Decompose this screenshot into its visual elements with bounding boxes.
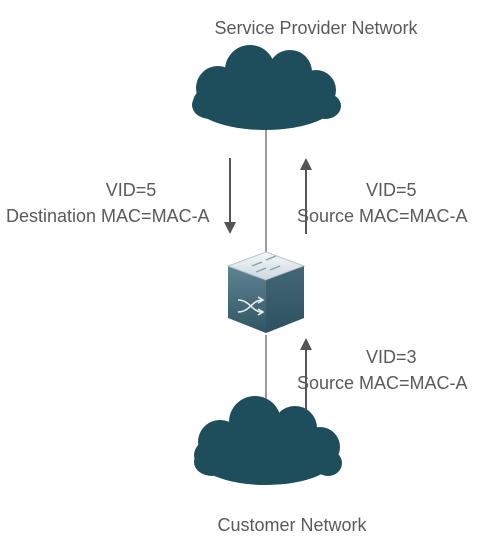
downstream-destination-mac-label: Destination MAC=MAC-A <box>6 206 210 226</box>
switch-icon <box>226 251 306 333</box>
downstream-vid-label: VID=5 <box>105 180 157 200</box>
upstream-top-vid-label: VID=5 <box>366 180 417 200</box>
customer-cloud-icon <box>194 396 342 485</box>
customer-network-label: Customer Network <box>217 515 367 535</box>
upstream-arrow-top <box>300 158 312 234</box>
upstream-top-source-mac-label: Source MAC=MAC-A <box>297 206 468 226</box>
service-provider-cloud-icon <box>192 45 341 130</box>
upstream-arrow-bottom <box>300 338 312 410</box>
downstream-arrow <box>224 158 236 234</box>
upstream-bottom-source-mac-label: Source MAC=MAC-A <box>297 373 468 393</box>
upstream-bottom-vid-label: VID=3 <box>366 347 417 367</box>
service-provider-network-label: Service Provider Network <box>214 18 418 38</box>
